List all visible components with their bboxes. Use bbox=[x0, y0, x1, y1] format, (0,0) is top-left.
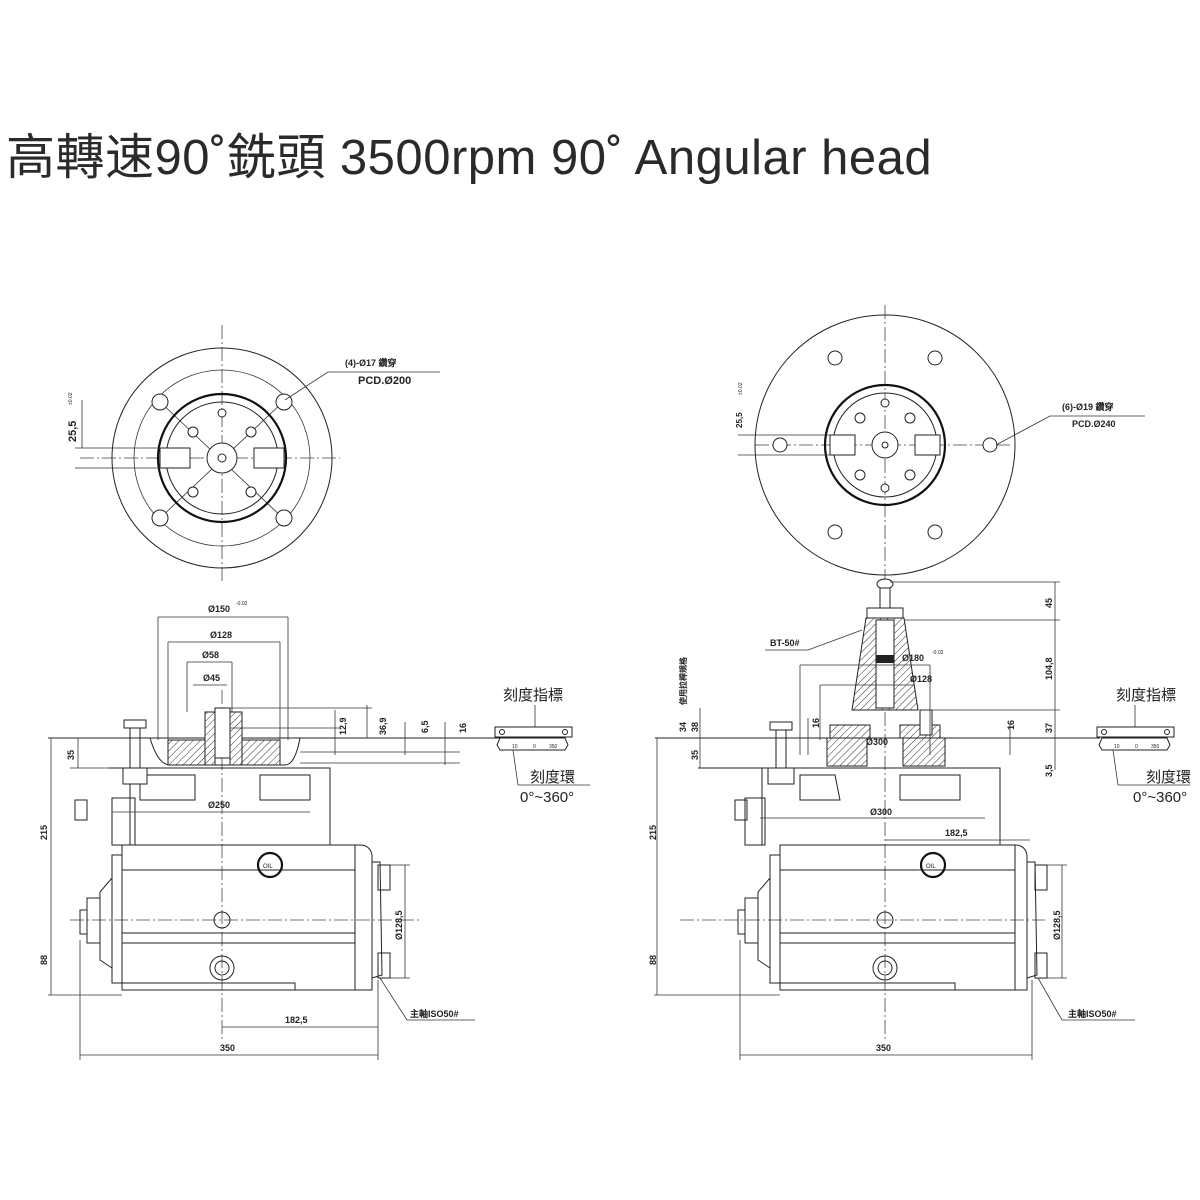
bolt-hole bbox=[927, 350, 943, 366]
dim-d128-5: Ø128,5 bbox=[1052, 910, 1062, 940]
bolt-hole bbox=[927, 524, 943, 540]
dim-d250: Ø250 bbox=[208, 800, 230, 810]
dim-88: 88 bbox=[648, 955, 658, 965]
dim-37: 37 bbox=[1044, 723, 1054, 733]
scale-tick: 0 bbox=[533, 744, 536, 750]
bolt-hole bbox=[827, 350, 843, 366]
oil-plug bbox=[919, 851, 947, 879]
key-tolerance: ±0.02 bbox=[68, 392, 74, 405]
holder-label: BT-50# bbox=[770, 638, 800, 648]
dim-215: 215 bbox=[39, 825, 49, 840]
dim-3-5: 3,5 bbox=[1044, 764, 1054, 777]
dim-36-9: 36,9 bbox=[378, 717, 388, 735]
pcd-label: PCD.Ø200 bbox=[358, 375, 411, 387]
dim-d150-tol: -0.02 bbox=[236, 601, 248, 607]
dim-38: 38 bbox=[690, 722, 700, 732]
dim-d128: Ø128 bbox=[210, 630, 232, 640]
bolt-hole bbox=[827, 524, 843, 540]
dim-12-9: 12,9 bbox=[338, 717, 348, 735]
scale-indicator: 10 0 350 刻度指標 刻度環 0°~360° bbox=[1096, 687, 1191, 806]
dim-d128: Ø128 bbox=[910, 674, 932, 684]
left-top-view: 25,5 ±0.02 (4)-Ø17 鑽穿 PCD.Ø200 bbox=[67, 325, 440, 582]
bolt-hole bbox=[275, 393, 293, 411]
dim-d180: Ø180 bbox=[902, 653, 924, 663]
right-top-view: 25,5 ±0.02 (6)-Ø19 鑽穿 PCD.Ø240 bbox=[735, 305, 1145, 585]
key-tolerance: ±0.02 bbox=[738, 382, 744, 395]
bolt-hole bbox=[772, 437, 788, 453]
dimensions: BT-50# 45 104,8 37 3,5 Ø180 -0.02 Ø128 Ø… bbox=[648, 581, 1135, 1060]
oil-label: OIL bbox=[926, 864, 936, 870]
dim-d300-inner: Ø300 bbox=[866, 737, 888, 747]
scale-tick: 350 bbox=[1151, 744, 1160, 750]
key-dim: 25,5 bbox=[735, 412, 744, 428]
dim-d58: Ø58 bbox=[202, 650, 219, 660]
scale-tick: 0 bbox=[1135, 744, 1138, 750]
scale-tick: 10 bbox=[1114, 744, 1120, 750]
scale-pointer-label: 刻度指標 bbox=[503, 687, 563, 704]
scale-range-label: 0°~360° bbox=[1133, 789, 1187, 806]
dim-215: 215 bbox=[648, 825, 658, 840]
dim-88: 88 bbox=[39, 955, 49, 965]
dim-d128-5: Ø128,5 bbox=[394, 910, 404, 940]
dim-35: 35 bbox=[66, 750, 76, 760]
dimensions: Ø150 -0.02 Ø128 Ø58 Ø45 12,9 36,9 6,5 16… bbox=[39, 601, 475, 1060]
scale-pointer-label: 刻度指標 bbox=[1116, 687, 1176, 704]
oil-plug bbox=[256, 851, 284, 879]
dim-104-8: 104,8 bbox=[1044, 657, 1054, 680]
dim-182-5: 182,5 bbox=[285, 1015, 308, 1025]
left-side-view: OIL Ø150 -0.02 Ø128 Ø58 Ø45 12,9 36,9 6,… bbox=[39, 601, 590, 1060]
dim-350: 350 bbox=[220, 1043, 235, 1053]
bolt-hole bbox=[275, 509, 293, 527]
dim-d45: Ø45 bbox=[203, 673, 220, 683]
oil-fitting bbox=[74, 799, 88, 821]
dim-35: 35 bbox=[690, 750, 700, 760]
dim-d150: Ø150 bbox=[208, 604, 230, 614]
page-title: 高轉速90˚銑頭 3500rpm 90˚ Angular head bbox=[6, 131, 933, 185]
dim-350: 350 bbox=[876, 1043, 891, 1053]
scale-indicator: 10 0 350 刻度指標 刻度環 0°~360° bbox=[494, 687, 590, 806]
scale-range-label: 0°~360° bbox=[520, 789, 574, 806]
dim-d300: Ø300 bbox=[870, 807, 892, 817]
dim-16: 16 bbox=[458, 723, 468, 733]
scale-tick: 10 bbox=[512, 744, 518, 750]
dim-182-5: 182,5 bbox=[945, 828, 968, 838]
dim-45: 45 bbox=[1044, 598, 1054, 608]
bolt-hole bbox=[151, 393, 169, 411]
scale-tick: 350 bbox=[549, 744, 558, 750]
key-dim: 25,5 bbox=[67, 421, 79, 442]
right-side-view: OIL BT-50# 45 104,8 37 3,5 Ø180 -0.02 Ø1… bbox=[648, 578, 1191, 1060]
bolt-hole bbox=[982, 437, 998, 453]
pcd-label: PCD.Ø240 bbox=[1072, 419, 1116, 429]
dim-6-5: 6,5 bbox=[420, 720, 430, 733]
dim-16: 16 bbox=[811, 718, 821, 728]
dim-34: 34 bbox=[678, 722, 688, 732]
pull-stud-note: 使用拉桿規格 bbox=[678, 656, 688, 706]
scale-ring-label: 刻度環 bbox=[1146, 769, 1191, 786]
oil-fitting bbox=[734, 799, 748, 821]
bolt-hole-label: (6)-Ø19 鑽穿 bbox=[1062, 401, 1114, 412]
spindle-label: 主軸ISO50# bbox=[1068, 1008, 1117, 1019]
bolt-hole bbox=[151, 509, 169, 527]
dim-16: 16 bbox=[1006, 720, 1016, 730]
oil-label: OIL bbox=[263, 864, 273, 870]
scale-ring-label: 刻度環 bbox=[530, 769, 575, 786]
dim-d180-tol: -0.02 bbox=[932, 650, 944, 656]
bolt-hole-label: (4)-Ø17 鑽穿 bbox=[345, 357, 397, 368]
spindle-label: 主軸ISO50# bbox=[410, 1008, 459, 1019]
